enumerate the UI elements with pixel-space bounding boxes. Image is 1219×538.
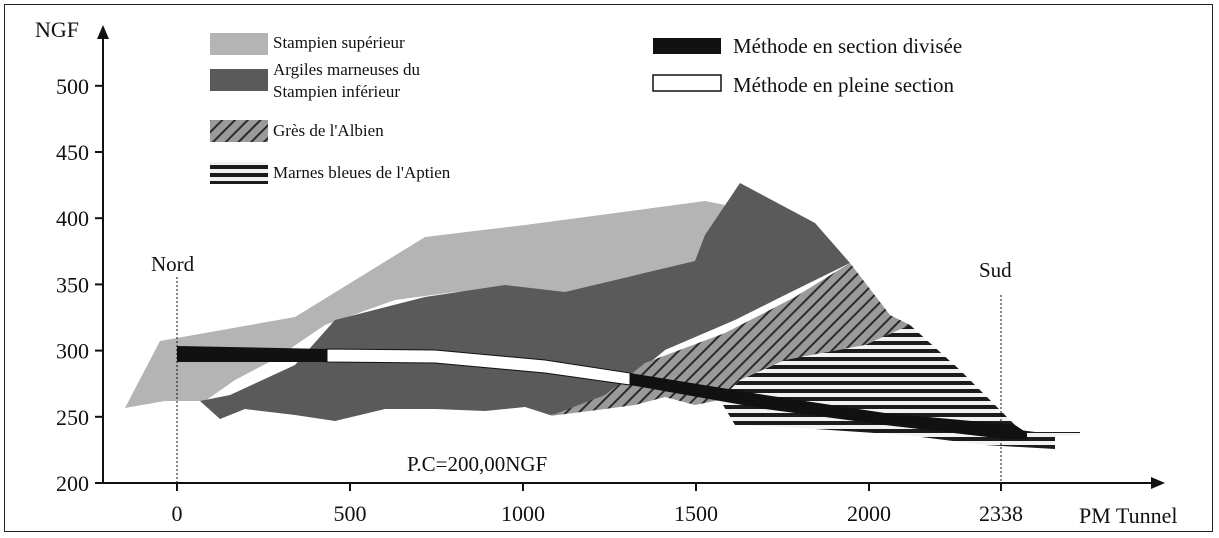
geology-layers	[125, 183, 1080, 449]
south-label: Sud	[979, 258, 1012, 282]
legend-layers: Stampien supérieur Argiles marneuses du …	[210, 33, 451, 184]
y-tick-label: 300	[56, 339, 89, 364]
x-tick-label: 0	[172, 501, 183, 526]
legend-methods: Méthode en section divisée Méthode en pl…	[652, 34, 962, 97]
legend-label-pleine-section: Méthode en pleine section	[733, 73, 955, 97]
x-tick-label: 500	[334, 501, 367, 526]
north-label: Nord	[151, 252, 195, 276]
x-tick-label: 2000	[847, 501, 891, 526]
x-tick-label: 2338	[979, 501, 1023, 526]
x-axis-arrow	[1151, 477, 1165, 489]
y-axis-title: NGF	[35, 17, 79, 42]
y-tick-label: 400	[56, 206, 89, 231]
legend-swatch-argiles-marneuses	[210, 69, 268, 91]
tunnel-profile	[177, 346, 1027, 439]
y-tick-label: 200	[56, 471, 89, 496]
axes	[97, 25, 1165, 489]
legend-swatch-section-divisee	[653, 38, 721, 54]
y-tick-label: 450	[56, 140, 89, 165]
tunnel-section-divisee-south	[630, 373, 1027, 439]
reference-level-label: P.C=200,00NGF	[407, 452, 547, 476]
legend-label-argiles-marneuses-line2: Stampien inférieur	[273, 82, 400, 101]
legend-label-section-divisee: Méthode en section divisée	[733, 34, 962, 58]
x-tick-label: 1000	[501, 501, 545, 526]
tunnel-section-divisee-north	[177, 346, 327, 362]
y-tick-label: 250	[56, 405, 89, 430]
legend-label-marnes-aptien: Marnes bleues de l'Aptien	[273, 163, 451, 182]
y-axis-arrow	[97, 25, 109, 39]
y-axis-ticks: 200 250 300 350 400 450 500	[56, 74, 103, 496]
legend-swatch-marnes-aptien	[210, 162, 268, 184]
geological-cross-section: 200 250 300 350 400 450 500 0 500 1000 1500 2000 23…	[35, 17, 1177, 528]
legend-label-stampien-superieur: Stampien supérieur	[273, 33, 405, 52]
legend-swatch-pleine-section	[652, 74, 722, 92]
y-tick-label: 350	[56, 272, 89, 297]
x-tick-label: 1500	[674, 501, 718, 526]
legend-label-argiles-marneuses: Argiles marneuses du	[273, 60, 420, 79]
x-axis-title: PM Tunnel	[1079, 503, 1177, 528]
layer-marnes-aptien	[720, 325, 1080, 449]
figure-frame: 200 250 300 350 400 450 500 0 500 1000 1500 2000 23…	[4, 4, 1213, 532]
y-tick-label: 500	[56, 74, 89, 99]
legend-swatch-gres-albien	[210, 120, 268, 142]
x-axis-ticks: 0 500 1000 1500 2000 2338	[172, 483, 1023, 526]
legend-swatch-stampien-superieur	[210, 33, 268, 55]
legend-label-gres-albien: Grès de l'Albien	[273, 121, 384, 140]
